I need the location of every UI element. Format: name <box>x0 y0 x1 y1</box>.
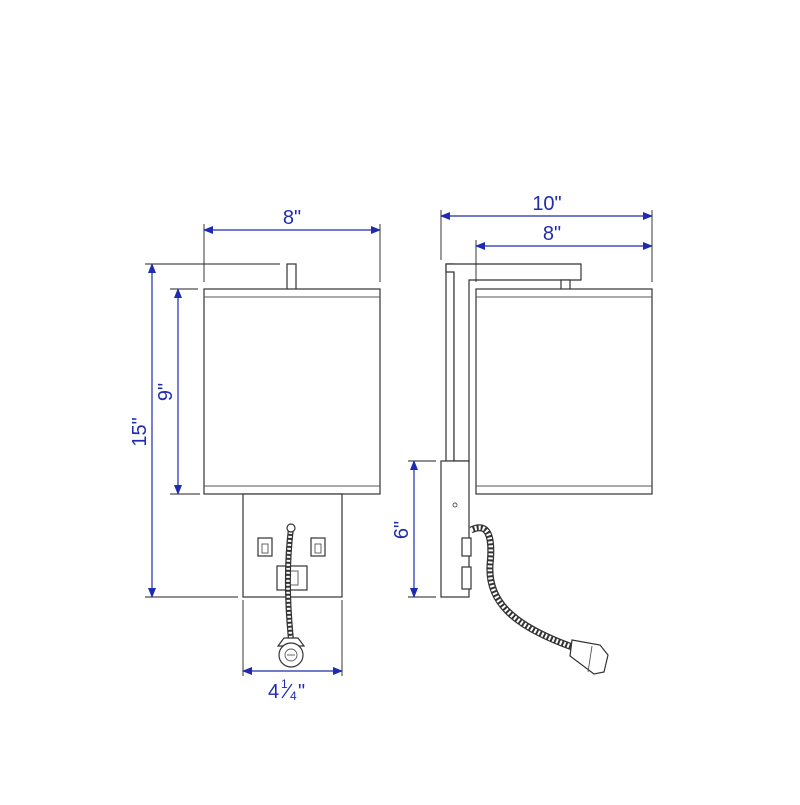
svg-text:": " <box>298 681 305 703</box>
usb-port-icon <box>276 565 308 591</box>
rocker-switch-icon <box>310 537 326 557</box>
side-shade <box>475 288 653 495</box>
svg-text:1: 1 <box>281 677 288 691</box>
svg-text:4: 4 <box>268 681 279 703</box>
rocker-switch-icon <box>257 537 273 557</box>
label-side-shade-width: 8" <box>543 223 561 245</box>
reading-light-icon <box>569 639 609 675</box>
label-front-total-height: 15" <box>129 417 151 446</box>
front-finial <box>286 263 297 293</box>
usb-port-icon <box>461 566 472 590</box>
side-vertical-arm <box>445 263 455 462</box>
front-dimensions: 8" 15" 9" 4 1 4 " <box>129 207 381 703</box>
side-view <box>440 263 653 675</box>
gooseneck-arm-icon <box>469 524 577 652</box>
label-side-base-height: 6" <box>391 521 413 539</box>
reading-light-icon <box>276 637 306 668</box>
label-front-shade-height: 9" <box>155 383 177 401</box>
front-shade <box>203 288 381 495</box>
label-side-total-depth: 10" <box>532 193 561 215</box>
label-front-width: 8" <box>283 207 301 229</box>
side-dimensions: 10" 8" 6" <box>391 193 653 598</box>
gooseneck-arm-icon <box>285 523 296 641</box>
label-front-base-width: 4 1 4 " <box>268 677 305 703</box>
rocker-switch-icon <box>461 537 472 557</box>
side-indicator-dot <box>452 502 458 508</box>
front-view <box>203 263 381 668</box>
svg-text:4: 4 <box>290 689 297 703</box>
